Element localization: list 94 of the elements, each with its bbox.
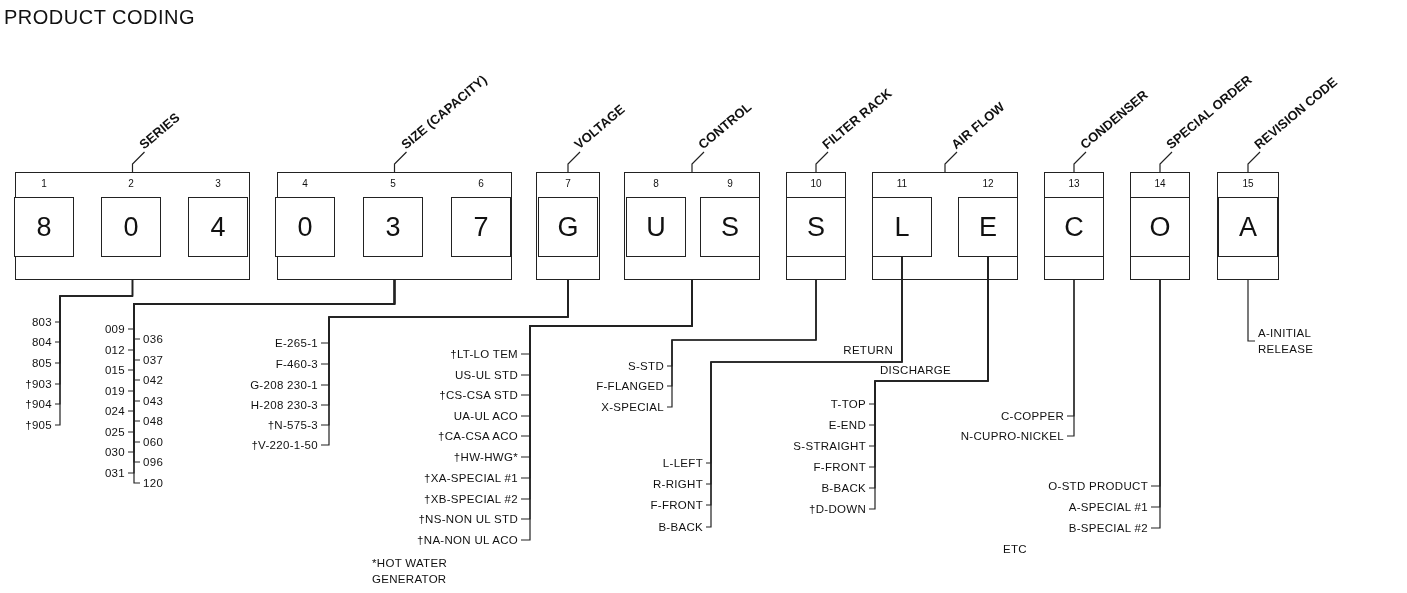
option-code: †XA-SPECIAL #1 — [424, 470, 518, 486]
code-character-box: 0 — [275, 197, 335, 257]
code-character-box: O — [1130, 197, 1190, 257]
note-text: *HOT WATER GENERATOR — [372, 556, 448, 587]
code-character-box: C — [1044, 197, 1104, 257]
option-code: †N-575-3 — [267, 417, 318, 433]
option-code: 120 — [143, 475, 164, 491]
note-text: RETURN — [843, 343, 893, 358]
note-text: DISCHARGE — [880, 363, 952, 378]
option-code: B-SPECIAL #2 — [1068, 520, 1148, 536]
option-code: 060 — [143, 434, 164, 450]
option-code: 030 — [104, 444, 125, 460]
option-code: †NA-NON UL ACO — [417, 532, 518, 548]
option-code: N-CUPRO-NICKEL — [960, 428, 1064, 444]
option-code: F-FLANGED — [596, 378, 664, 394]
option-code: E-265-1 — [275, 335, 318, 351]
position-number: 10 — [810, 178, 822, 190]
option-code: 037 — [143, 352, 164, 368]
option-code: 805 — [31, 355, 52, 371]
option-code: 036 — [143, 331, 164, 347]
position-number: 15 — [1242, 178, 1254, 190]
code-character-box: A — [1218, 197, 1278, 257]
position-number: 11 — [896, 178, 908, 190]
option-code: †NS-NON UL STD — [418, 511, 518, 527]
option-code: 024 — [104, 403, 125, 419]
option-code: UA-UL ACO — [453, 408, 518, 424]
position-number: 6 — [478, 178, 484, 190]
position-number: 5 — [390, 178, 396, 190]
option-code: †LT-LO TEM — [450, 346, 518, 362]
option-code: R-RIGHT — [653, 476, 703, 492]
option-code: †903 — [25, 376, 52, 392]
note-text: ETC — [1003, 542, 1027, 557]
option-code: US-UL STD — [455, 367, 518, 383]
connector-line — [666, 279, 817, 408]
code-character-box: G — [538, 197, 598, 257]
option-code: †905 — [25, 417, 52, 433]
option-code: †HW-HWG* — [453, 449, 518, 465]
diagram-title: PRODUCT CODING — [4, 6, 196, 29]
option-code: 025 — [104, 424, 125, 440]
option-code: S-STD — [628, 358, 664, 374]
position-number: 9 — [727, 178, 733, 190]
code-character-box: 4 — [188, 197, 248, 257]
position-number: 2 — [128, 178, 134, 190]
option-code: 009 — [104, 321, 125, 337]
option-code: F-460-3 — [275, 356, 318, 372]
option-code: A-INITIAL RELEASE — [1258, 325, 1350, 357]
option-code: G-208 230-1 — [250, 377, 318, 393]
position-number: 7 — [565, 178, 571, 190]
code-character-box: 7 — [451, 197, 511, 257]
option-code: 043 — [143, 393, 164, 409]
option-code: 042 — [143, 372, 164, 388]
option-code: 012 — [104, 342, 125, 358]
position-number: 8 — [653, 178, 659, 190]
option-code: 019 — [104, 383, 125, 399]
option-code: F-FRONT — [813, 459, 866, 475]
code-character-box: S — [700, 197, 760, 257]
connector-line — [1247, 279, 1256, 342]
option-code: C-COPPER — [1000, 408, 1064, 424]
option-code: 804 — [31, 334, 52, 350]
position-number: 13 — [1068, 178, 1080, 190]
option-code: B-BACK — [821, 480, 866, 496]
option-code: 015 — [104, 362, 125, 378]
code-character-box: 0 — [101, 197, 161, 257]
option-code: S-STRAIGHT — [793, 438, 866, 454]
position-number: 1 — [41, 178, 47, 190]
option-code: †904 — [25, 396, 52, 412]
option-code: 803 — [31, 314, 52, 330]
code-character-box: S — [786, 197, 846, 257]
code-character-box: U — [626, 197, 686, 257]
code-character-box: 8 — [14, 197, 74, 257]
option-code: 096 — [143, 454, 164, 470]
option-code: †V-220-1-50 — [251, 437, 318, 453]
code-character-box: L — [872, 197, 932, 257]
option-code: T-TOP — [830, 396, 866, 412]
option-code: †XB-SPECIAL #2 — [424, 491, 518, 507]
position-number: 3 — [215, 178, 221, 190]
option-code: L-LEFT — [662, 455, 703, 471]
option-code: B-BACK — [658, 519, 703, 535]
position-number: 14 — [1154, 178, 1166, 190]
option-code: E-END — [828, 417, 866, 433]
option-code: 031 — [104, 465, 125, 481]
position-number: 12 — [982, 178, 994, 190]
option-code: †CS-CSA STD — [439, 387, 518, 403]
option-code: †CA-CSA ACO — [438, 428, 518, 444]
option-code: O-STD PRODUCT — [1048, 478, 1148, 494]
option-code: 048 — [143, 413, 164, 429]
option-code: H-208 230-3 — [250, 397, 318, 413]
option-code: †D-DOWN — [808, 501, 866, 517]
code-character-box: 3 — [363, 197, 423, 257]
position-number: 4 — [302, 178, 308, 190]
option-code: F-FRONT — [650, 497, 703, 513]
code-character-box: E — [958, 197, 1018, 257]
option-code: X-SPECIAL — [601, 399, 664, 415]
option-code: A-SPECIAL #1 — [1068, 499, 1148, 515]
